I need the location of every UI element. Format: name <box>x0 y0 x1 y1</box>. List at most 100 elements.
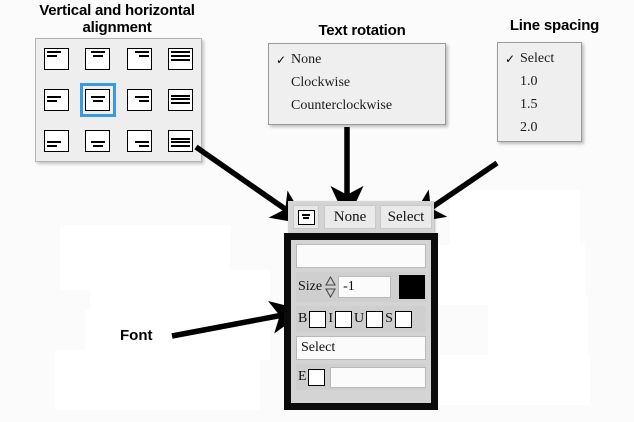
align-line <box>138 54 149 57</box>
effect-label: E <box>298 369 307 384</box>
spacing-menu-item-label: 1.5 <box>520 96 538 112</box>
spacing-callout-title: Line spacing <box>509 17 600 34</box>
align-middle-center-icon <box>297 209 315 225</box>
align-line <box>138 99 149 102</box>
font-size-input[interactable]: -1 <box>338 276 392 298</box>
align-cell-middle-center[interactable] <box>79 82 116 117</box>
strikeout-label: S <box>385 311 393 326</box>
check-icon: ✓ <box>275 52 287 67</box>
effect-checkbox[interactable] <box>307 368 325 386</box>
font-size-row: Size -1 <box>296 272 426 302</box>
font-size-label: Size <box>298 279 323 294</box>
align-cell-top-justified[interactable] <box>162 42 198 76</box>
align-cell-bottom-justified[interactable] <box>162 124 198 158</box>
align-line <box>47 145 57 148</box>
align-bottom-center-icon <box>85 129 111 152</box>
spinner-arrows-icon <box>324 276 336 298</box>
align-cell-bottom-center[interactable] <box>80 124 116 158</box>
alignment-chooser-panel[interactable] <box>35 38 202 162</box>
underline-checkbox[interactable] <box>366 310 384 328</box>
align-middle-center-icon <box>85 88 111 111</box>
font-effect-row: E <box>296 364 426 390</box>
arrow-alignment <box>194 144 308 225</box>
rotation-menu-item-label: Counterclockwise <box>291 97 393 113</box>
align-line <box>170 145 190 148</box>
align-line <box>134 51 149 54</box>
align-bottom-left-icon <box>44 129 70 152</box>
align-line <box>170 58 190 61</box>
rotation-menu-item-label: None <box>291 51 322 67</box>
spacing-menu-item-label: 2.0 <box>520 119 538 135</box>
align-line <box>92 145 103 148</box>
align-line <box>91 51 105 54</box>
italic-checkbox[interactable] <box>335 310 353 328</box>
format-toolbar: None Select <box>288 201 434 233</box>
align-line <box>91 96 105 99</box>
align-middle-left-icon <box>44 88 70 111</box>
rotation-menu-item[interactable]: Counterclockwise <box>269 94 445 117</box>
alignment-grid[interactable] <box>36 39 201 161</box>
background-block <box>488 295 588 365</box>
align-middle-justified-icon <box>167 88 193 111</box>
align-cell-bottom-left[interactable] <box>39 124 75 158</box>
rotation-toolbar-button[interactable]: None <box>324 205 376 229</box>
alignment-callout-title: Vertical and horizontal alignment <box>39 2 195 36</box>
underline-label: U <box>354 311 365 326</box>
font-select-input[interactable]: Select <box>296 336 426 360</box>
align-top-left-icon <box>44 48 70 71</box>
align-toolbar-button[interactable] <box>293 205 319 229</box>
align-line <box>170 98 190 101</box>
align-cell-top-right[interactable] <box>121 42 157 76</box>
check-icon: ✓ <box>504 51 516 66</box>
align-line <box>47 141 61 144</box>
font-size-spinner[interactable] <box>324 275 336 299</box>
align-cell-bottom-right[interactable] <box>121 124 157 158</box>
effect-input[interactable] <box>329 366 426 388</box>
align-line <box>138 145 149 148</box>
italic-label: I <box>328 311 334 326</box>
spacing-menu-item-label: Select <box>520 50 555 66</box>
align-top-center-icon <box>85 48 111 71</box>
font-name-input[interactable] <box>296 244 426 268</box>
align-line <box>170 54 190 57</box>
background-block <box>55 350 260 410</box>
align-top-right-icon <box>126 48 152 71</box>
align-bottom-right-icon <box>126 129 152 152</box>
spacing-menu-item-label: 1.0 <box>520 73 538 89</box>
bold-checkbox[interactable] <box>309 310 327 328</box>
background-block <box>440 355 590 405</box>
align-cell-middle-right[interactable] <box>121 83 157 117</box>
spacing-menu-item[interactable]: 1.0 <box>498 70 581 93</box>
align-cell-middle-justified[interactable] <box>162 83 198 117</box>
align-line <box>134 141 149 144</box>
font-dialog-body: Size -1 B I U S Select E <box>291 240 431 403</box>
align-line <box>170 141 190 144</box>
strikeout-checkbox[interactable] <box>394 310 412 328</box>
align-line <box>170 94 190 97</box>
align-cell-top-left[interactable] <box>39 42 75 76</box>
align-cell-middle-left[interactable] <box>39 83 75 117</box>
align-line <box>170 101 190 104</box>
line-spacing-menu[interactable]: ✓ Select 1.0 1.5 2.0 <box>497 42 582 142</box>
bold-label: B <box>298 311 308 326</box>
spacing-menu-item[interactable]: ✓ Select <box>498 47 581 70</box>
font-callout-title: Font <box>120 327 153 344</box>
spacing-menu-item[interactable]: 1.5 <box>498 93 581 116</box>
spacing-toolbar-button[interactable]: Select <box>380 205 432 229</box>
align-line <box>92 54 103 57</box>
rotation-menu-item-label: Clockwise <box>291 74 351 90</box>
spacing-menu-item[interactable]: 2.0 <box>498 116 581 139</box>
rotation-menu-item[interactable]: Clockwise <box>269 71 445 94</box>
font-color-swatch[interactable] <box>399 275 426 299</box>
align-top-justified-icon <box>167 48 193 71</box>
rotation-menu-item[interactable]: ✓ None <box>269 48 445 71</box>
align-line <box>134 96 149 99</box>
align-line <box>91 141 105 144</box>
align-cell-top-center[interactable] <box>80 42 116 76</box>
align-middle-right-icon <box>126 88 152 111</box>
align-line <box>47 51 61 54</box>
align-line <box>170 51 190 54</box>
